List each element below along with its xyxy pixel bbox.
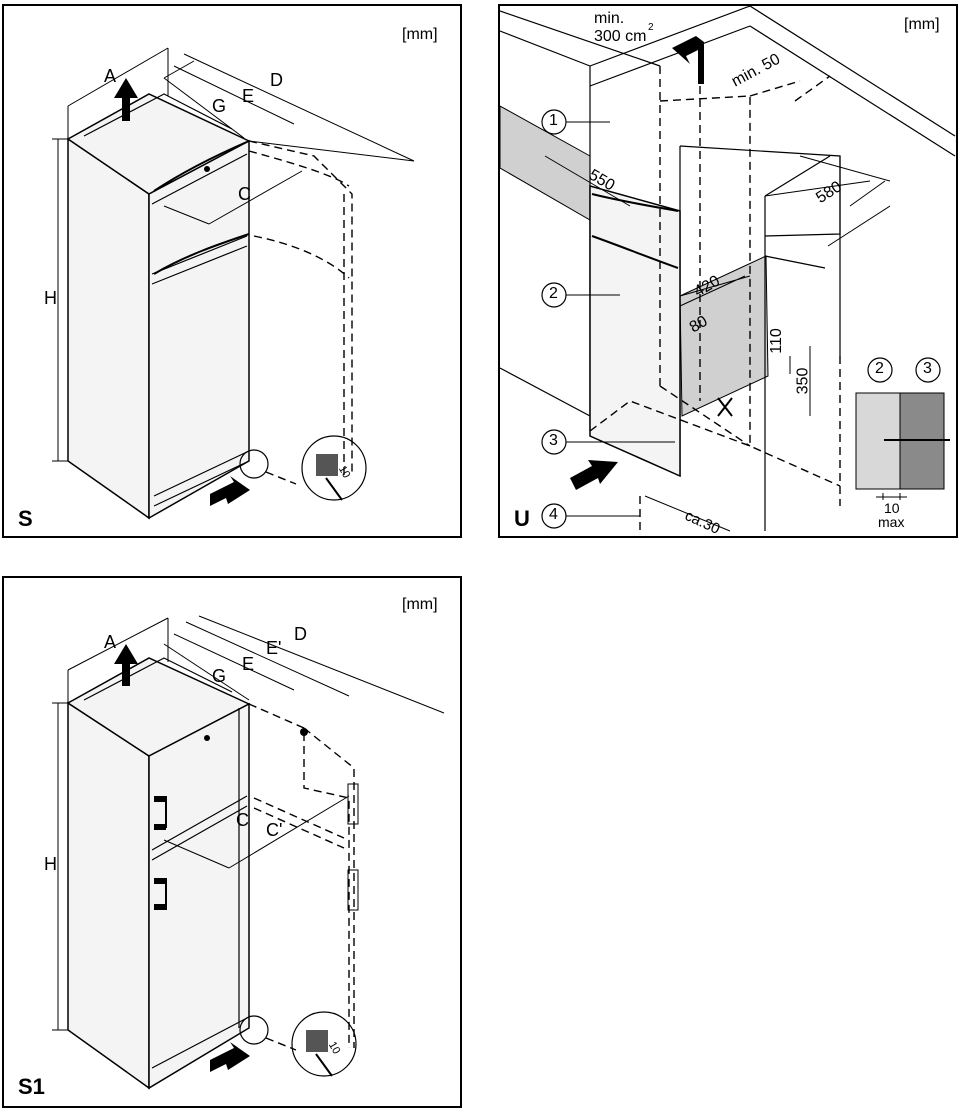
panel-u: [mm] min. 300 cm 2 min. 50 550 580 420 8… [498, 4, 958, 538]
dim-d: D [294, 624, 307, 644]
panel-id: S1 [18, 1074, 45, 1099]
dim-e: E [242, 86, 255, 106]
detail-10-label: 10 [884, 500, 900, 516]
appliance-front [589, 185, 681, 478]
fridge-s1-drawing [52, 615, 445, 1090]
wall-recess [500, 105, 591, 221]
dim-g: G [212, 666, 227, 686]
fridge-side [67, 701, 150, 1090]
dim-a: A [104, 632, 117, 652]
dim-a: A [104, 66, 117, 86]
panel-s1: [mm] A D E' E G C C' H 10 S1 [2, 576, 462, 1108]
dim-e-prime: E' [266, 638, 282, 658]
callout-detail-2 [867, 357, 893, 383]
dim-c: C [236, 810, 249, 830]
wrench-detail [301, 435, 367, 501]
unit-label: [mm] [402, 596, 438, 613]
panel-id: U [514, 506, 530, 531]
dim-c-prime: C' [266, 820, 283, 840]
vent-area: 300 cm [594, 28, 647, 45]
fridge-s-drawing [52, 47, 415, 520]
unit-label: [mm] [904, 16, 940, 33]
callout-detail-3 [915, 357, 941, 383]
callout-3-label: 3 [549, 432, 558, 449]
panel-s: [mm] A D E G C H 10 S [2, 4, 462, 538]
dim-h: H [44, 854, 57, 874]
dim-350: 350 [794, 367, 812, 395]
vent-min: min. [594, 10, 625, 27]
callout-1-label: 1 [549, 112, 558, 129]
dim-d: D [270, 70, 283, 90]
unit-label: [mm] [402, 26, 438, 43]
callout-2-label: 2 [549, 285, 558, 302]
arrow-push-icon [210, 476, 250, 506]
dim-e: E [242, 654, 255, 674]
vent-mark-icon [717, 397, 733, 417]
arrow-up-icon [114, 644, 138, 686]
panel-id: S [18, 506, 33, 531]
detail-max-label: max [878, 514, 905, 530]
fridge-front [148, 702, 250, 1090]
wrench-detail [291, 1011, 357, 1077]
dim-h: H [44, 288, 57, 308]
arrow-up-icon [114, 78, 138, 121]
detail-3-label: 3 [923, 360, 932, 377]
dim-110: 110 [767, 328, 785, 354]
dim-g: G [212, 96, 227, 116]
dim-c: C [238, 184, 251, 204]
cabinet-u-drawing [500, 6, 956, 532]
vent-arrow-icon [672, 36, 704, 84]
fridge-side [67, 137, 150, 520]
detail-2-label: 2 [875, 360, 884, 377]
arrow-push-icon [570, 460, 618, 490]
arrow-push-icon [210, 1042, 250, 1072]
callout-4-label: 4 [549, 506, 558, 523]
vent-exponent: 2 [648, 22, 654, 33]
